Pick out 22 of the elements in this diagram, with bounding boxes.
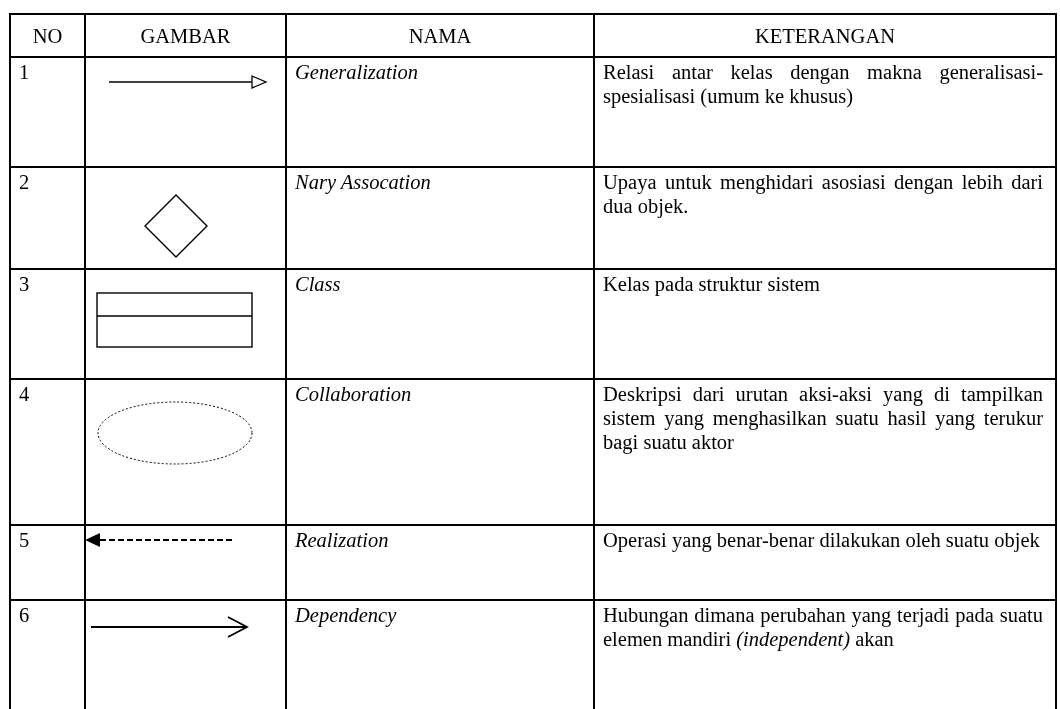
description: Hubungan dimana perubahan yang terjadi pada suatu elemen mandiri (independent) akan [603, 603, 1043, 651]
element-name: Nary Assocation [295, 171, 431, 193]
row-number: 5 [19, 529, 30, 551]
element-name: Class [295, 273, 341, 295]
column-header: GAMBAR [140, 24, 231, 47]
element-name: Dependency [295, 604, 397, 626]
element-name: Collaboration [295, 383, 412, 405]
element-name: Generalization [295, 61, 418, 83]
element-name: Realization [295, 529, 389, 551]
column-header: NO [32, 24, 63, 47]
description: Operasi yang benar-benar dilakukan oleh suatu objek [603, 528, 1041, 552]
row-number: 2 [19, 171, 30, 193]
row-number: 3 [19, 273, 30, 295]
column-header: KETERANGAN [754, 24, 896, 47]
column-header: NAMA [408, 24, 472, 47]
row-number: 6 [19, 604, 30, 626]
description: Relasi antar kelas dengan makna generalisasi-spesialisasi (umum ke khusus) [603, 60, 1043, 108]
description: Upaya untuk menghidari asosiasi dengan lebih dari dua objek. [603, 170, 1043, 218]
row-number: 1 [19, 61, 30, 83]
row-number: 4 [19, 383, 30, 405]
description: Kelas pada struktur sistem [603, 272, 821, 296]
description: Deskripsi dari urutan aksi-aksi yang di tampilkan sistem yang menghasilkan suatu hasil yang terukur bagi suatu aktor [603, 382, 1043, 454]
